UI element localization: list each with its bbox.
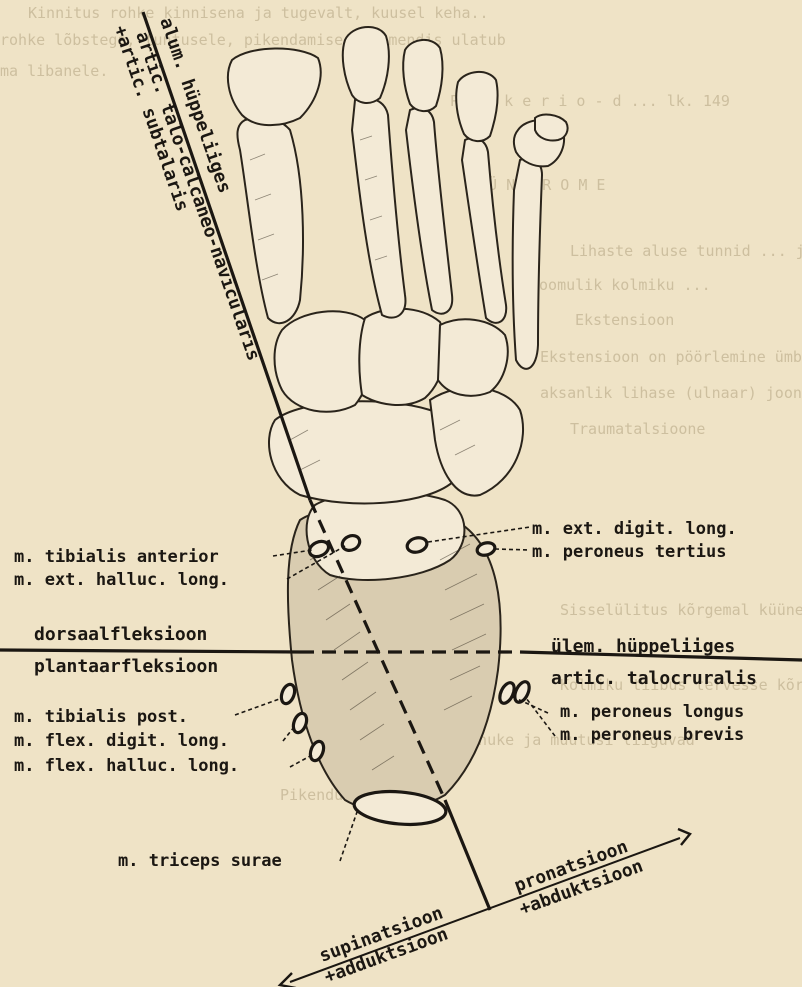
talocrural-axis-left — [0, 650, 300, 652]
metatarsal-4 — [462, 138, 506, 323]
label-artic-talocruralis: artic. talocruralis — [551, 668, 757, 689]
leader-line — [235, 698, 282, 715]
cuneiform-medial — [275, 311, 373, 412]
bg-line: loomulik kolmiku ... — [530, 276, 711, 294]
label-m-triceps-surae: m. triceps surae — [118, 851, 282, 871]
label-m-tibialis-anterior: m. tibialis anterior — [14, 547, 219, 567]
metatarsal-3 — [406, 108, 452, 314]
leader-line — [290, 755, 312, 767]
bg-line: aksanlik lihase (ulnaar) jooneaks ülestõ… — [540, 384, 802, 402]
leader-line — [340, 812, 357, 861]
toe-3-phalanx — [403, 40, 442, 111]
bg-line: Ekstensioon — [575, 311, 674, 329]
leader-line — [283, 727, 294, 741]
hallux-phalanx — [228, 48, 321, 125]
label-m-peroneus-tertius: m. peroneus tertius — [532, 542, 726, 562]
arrow-head-right-icon — [678, 829, 690, 845]
leader-line — [495, 549, 530, 550]
label-m-peroneus-longus: m. peroneus longus — [560, 702, 744, 722]
label-plantaarfleksioon: plantaarfleksioon — [34, 656, 218, 677]
label-m-flex-digit-long: m. flex. digit. long. — [14, 731, 229, 751]
toe-5-tip — [535, 115, 568, 141]
label-dorsaalfleksioon: dorsaalfleksioon — [34, 624, 207, 645]
label-m-ext-digit-long: m. ext. digit. long. — [532, 519, 737, 539]
bg-line: ma libanele. — [0, 62, 108, 80]
bg-line: Ekstensioon on pöörlemine ümber sunnvärs… — [540, 348, 802, 366]
cuneiform-lateral — [438, 319, 508, 395]
bg-line: Lihaste aluse tunnid ... ja kulsed ja ke… — [570, 242, 802, 260]
bg-line: Kinnitus rohke kinnisena ja tugevalt, ku… — [28, 4, 489, 22]
label-m-flex-halluc-long: m. flex. halluc. long. — [14, 756, 239, 776]
toe-2-phalanx — [343, 27, 389, 103]
label-ulem-hyppeliiges: ülem. hüppeliiges — [551, 636, 735, 657]
toe-4-phalanx — [456, 72, 497, 141]
label-m-tibialis-post: m. tibialis post. — [14, 707, 188, 727]
bg-line: Traumatalsioone — [570, 420, 705, 438]
label-m-peroneus-brevis: m. peroneus brevis — [560, 725, 744, 745]
tendon-flex-digit — [291, 712, 309, 735]
label-m-ext-halluc-long: m. ext. halluc. long. — [14, 570, 229, 590]
metatarsal-2 — [352, 98, 405, 318]
cuneiform-middle — [359, 309, 445, 405]
tendon-tibialis-post — [279, 683, 297, 706]
metatarsal-5 — [513, 158, 542, 368]
bg-line: Sisselülitus kõrgemal küüneteid — [560, 601, 802, 619]
subtalar-axis-lower — [445, 800, 490, 910]
metatarsal-1 — [237, 118, 303, 323]
